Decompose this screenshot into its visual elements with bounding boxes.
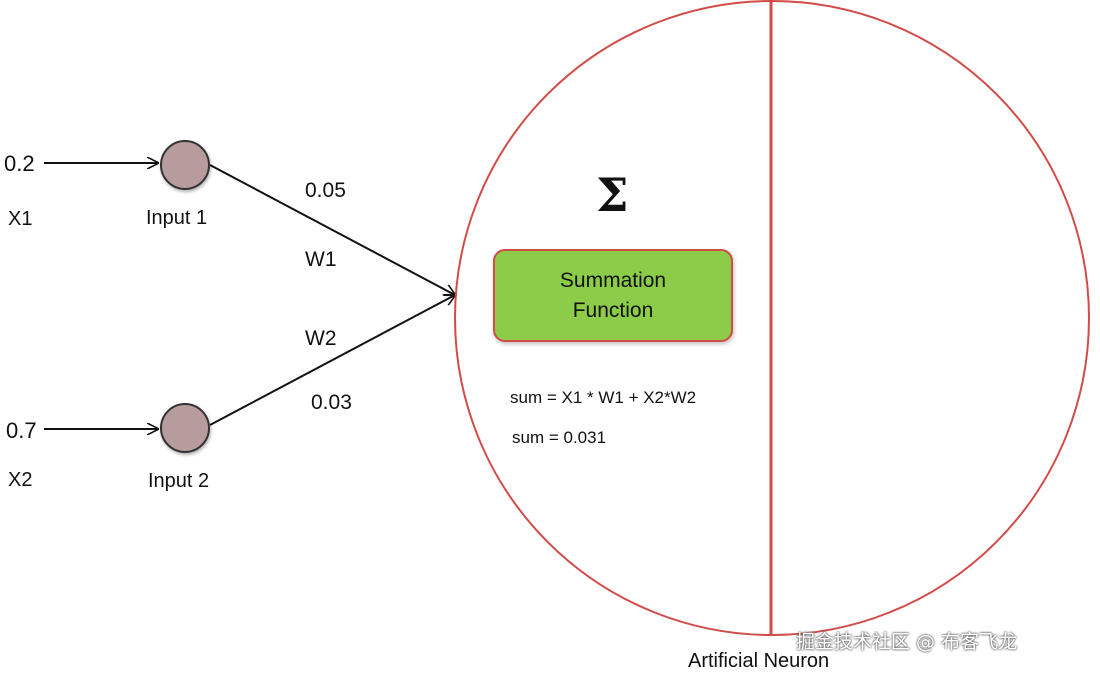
weight-value-2: 0.03: [311, 391, 352, 414]
input-variable-2: X2: [8, 469, 33, 491]
sum-result: sum = 0.031: [512, 428, 607, 447]
weight-name-2: W2: [305, 327, 337, 350]
input-value-2: 0.7: [6, 418, 37, 443]
neuron-caption: Artificial Neuron: [688, 650, 830, 672]
sigma-symbol: Σ: [596, 168, 629, 222]
weight-name-1: W1: [305, 248, 337, 271]
watermark: 掘金技术社区 @ 布客飞龙: [796, 631, 1018, 653]
input-value-1: 0.2: [4, 151, 35, 176]
input-variable-1: X1: [8, 208, 33, 230]
summation-function-box: Summation Function: [493, 249, 733, 342]
connection-line-2: [209, 295, 455, 426]
weight-value-1: 0.05: [305, 179, 346, 202]
neuron-circle: [454, 0, 1090, 636]
input-node-1: [160, 140, 210, 190]
summation-function-label: Summation Function: [559, 268, 667, 322]
connection-line-1: [209, 164, 455, 295]
input-node-2: [160, 403, 210, 453]
input-node-1-label: Input 1: [146, 207, 208, 229]
sum-formula: sum = X1 * W1 + X2*W2: [510, 388, 697, 407]
input-node-2-label: Input 2: [148, 470, 210, 492]
